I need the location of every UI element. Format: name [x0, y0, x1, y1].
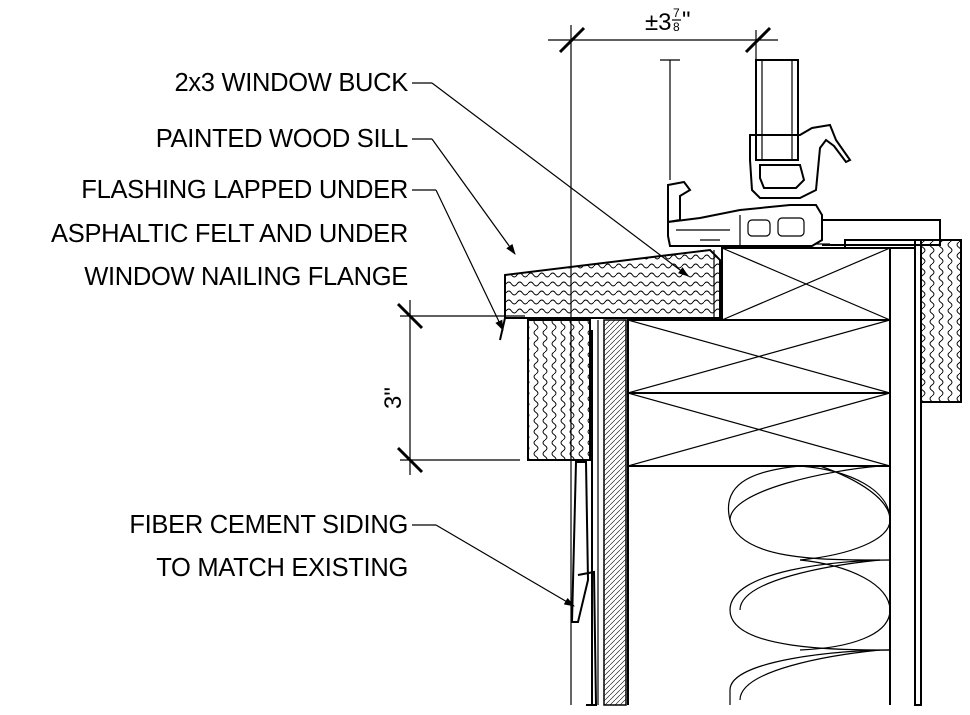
callout-wood-sill: PAINTED WOOD SILL — [156, 125, 516, 255]
batt-insulation — [727, 465, 891, 705]
svg-text:ASPHALTIC FELT AND UNDER: ASPHALTIC FELT AND UNDER — [51, 220, 408, 248]
svg-text:TO MATCH EXISTING: TO MATCH EXISTING — [156, 554, 408, 582]
svg-text:WINDOW NAILING FLANGE: WINDOW NAILING FLANGE — [84, 263, 408, 291]
callout-siding: FIBER CEMENT SIDING TO MATCH EXISTING — [129, 511, 575, 607]
dim-unit: " — [682, 7, 691, 34]
dimension-sill-height: 3" — [380, 300, 525, 475]
svg-text:2x3 WINDOW BUCK: 2x3 WINDOW BUCK — [174, 69, 408, 97]
dim-3in: 3" — [380, 387, 407, 409]
interior-trim — [914, 239, 962, 706]
dim-frac-den: 8 — [673, 20, 680, 34]
window-frame — [660, 59, 941, 249]
svg-text:PAINTED WOOD SILL: PAINTED WOOD SILL — [156, 125, 408, 153]
trim-board — [527, 319, 591, 461]
svg-text:FLASHING LAPPED UNDER: FLASHING LAPPED UNDER — [81, 176, 408, 204]
callout-flashing: FLASHING LAPPED UNDER ASPHALTIC FELT AND… — [51, 176, 504, 331]
painted-wood-sill — [499, 248, 721, 341]
dim-whole: ±3 — [645, 9, 672, 36]
callout-window-buck: 2x3 WINDOW BUCK — [174, 69, 689, 277]
window-buck — [721, 247, 891, 321]
svg-text:FIBER CEMENT SIDING: FIBER CEMENT SIDING — [129, 511, 408, 539]
wall-framing — [627, 248, 891, 705]
dim-frac-num: 7 — [673, 6, 680, 20]
fiber-cement-siding — [570, 461, 598, 706]
sheathing — [591, 319, 627, 706]
